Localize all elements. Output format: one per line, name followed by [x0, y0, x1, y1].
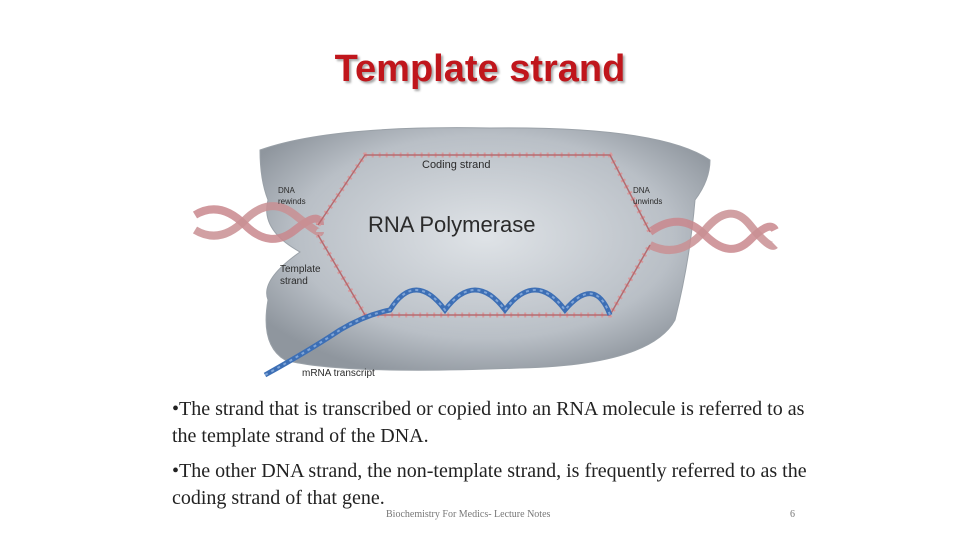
transcription-illustration: Coding strand DNA rewinds DNA unwinds RN…: [192, 127, 779, 379]
transcription-diagram: Coding strand DNA rewinds DNA unwinds RN…: [190, 120, 780, 390]
bullet-item: •The strand that is transcribed or copie…: [172, 398, 805, 447]
page-number: 6: [790, 509, 795, 520]
mrna-transcript-label: mRNA transcript: [302, 368, 375, 379]
dna-rewinds-label-line1: DNA: [278, 186, 296, 195]
dna-rewinds-label-line2: rewinds: [278, 197, 306, 206]
coding-strand-label: Coding strand: [422, 159, 491, 171]
rna-polymerase-label: RNA Polymerase: [368, 212, 536, 237]
slide-title: Template strand: [334, 48, 626, 90]
template-strand-label-line2: strand: [280, 276, 308, 287]
bullet-item: •The other DNA strand, the non-template …: [172, 460, 807, 509]
dna-unwinds-label-line1: DNA: [633, 186, 651, 195]
rna-polymerase-blob: [259, 127, 711, 371]
dna-helix-left: [192, 202, 324, 243]
template-strand-label-line1: Template: [280, 264, 321, 275]
dna-helix-right: [647, 209, 779, 254]
bullet-list: •The strand that is transcribed or copie…: [172, 396, 812, 520]
dna-unwinds-label-line2: unwinds: [633, 197, 662, 206]
footer-text: Biochemistry For Medics- Lecture Notes: [386, 509, 551, 520]
